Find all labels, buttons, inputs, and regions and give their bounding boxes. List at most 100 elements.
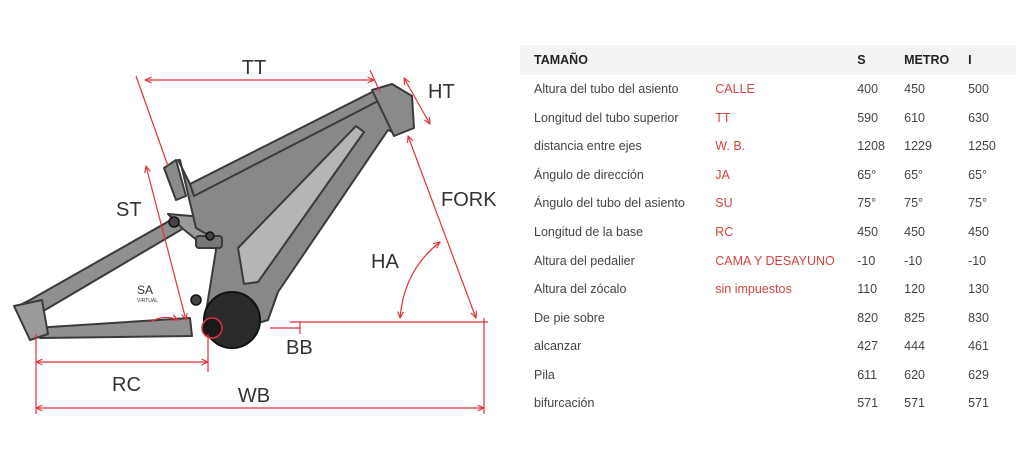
label-fork: FORK bbox=[441, 189, 497, 211]
row-label: Longitud del tubo superior bbox=[534, 110, 679, 125]
table-row: Altura del tubo del asiento CALLE 400 450 50… bbox=[520, 75, 1016, 104]
seat-tube-top bbox=[163, 159, 187, 201]
row-code: CALLE bbox=[715, 82, 755, 97]
table-row: Ángulo de dirección JA 65° 65° 65° bbox=[520, 161, 1016, 190]
bike-geometry-diagram: TT HT ST FORK HA SA VIRTUAL BB RC WB bbox=[13, 57, 497, 414]
table-row: Ángulo del tubo del asiento SU 75° 75° 75° bbox=[520, 189, 1016, 218]
tt-ext-left bbox=[135, 75, 169, 167]
value-l: 571 bbox=[968, 396, 989, 411]
value-m: 450 bbox=[904, 225, 925, 239]
value-s: 590 bbox=[857, 110, 879, 125]
table-row: Longitud del tubo superior TT 590 610 630 bbox=[520, 104, 1016, 133]
chainring bbox=[201, 317, 223, 339]
value-l: 65° bbox=[968, 167, 987, 182]
row-code: CAMA Y DESAYUNO bbox=[715, 253, 835, 268]
value-s: 400 bbox=[857, 82, 879, 97]
value-m: 571 bbox=[904, 396, 925, 411]
table-header-row: TAMAÑO S METRO I bbox=[520, 45, 1016, 75]
row-code: RC bbox=[715, 225, 734, 239]
downtube-opening bbox=[237, 125, 365, 285]
row-label: alcanzar bbox=[534, 339, 582, 354]
row-code: W. B. bbox=[715, 139, 746, 154]
value-l: 500 bbox=[968, 82, 989, 97]
row-label: Ángulo de dirección bbox=[534, 167, 644, 182]
header-size: TAMAÑO bbox=[520, 45, 716, 75]
row-label: Ángulo del tubo del asiento bbox=[534, 196, 685, 211]
geometry-table: TAMAÑO S METRO I Altura del tubo del asi… bbox=[520, 45, 1016, 418]
value-m: 75° bbox=[904, 196, 924, 211]
value-s: 427 bbox=[857, 339, 879, 354]
value-l: 450 bbox=[968, 225, 989, 239]
value-l: 630 bbox=[968, 110, 989, 125]
dimension-lines bbox=[36, 69, 488, 414]
row-label: bifurcación bbox=[534, 396, 595, 411]
row-code bbox=[715, 303, 857, 332]
table-row: Longitud de la base RC 450 450 450 bbox=[520, 218, 1016, 247]
value-s: 571 bbox=[857, 396, 879, 411]
value-s: 820 bbox=[857, 310, 879, 325]
ht-line bbox=[404, 78, 430, 124]
value-m: 620 bbox=[904, 367, 925, 382]
row-code bbox=[715, 389, 857, 418]
tt-ext-right bbox=[369, 69, 381, 93]
st-line bbox=[146, 166, 186, 320]
row-label: Pila bbox=[534, 367, 555, 382]
value-l: 1250 bbox=[968, 139, 996, 154]
value-s: 450 bbox=[857, 225, 879, 239]
value-m: 65° bbox=[904, 167, 924, 182]
value-l: 130 bbox=[968, 282, 989, 297]
label-ha: HA bbox=[371, 251, 399, 273]
label-sa-sub: VIRTUAL bbox=[137, 298, 158, 304]
sa-arc bbox=[149, 317, 178, 323]
row-label: Longitud de la base bbox=[534, 225, 644, 239]
value-s: 65° bbox=[857, 167, 877, 182]
label-bb: BB bbox=[286, 337, 313, 359]
pivot-bb bbox=[190, 294, 202, 306]
table-row: Altura del pedalier CAMA Y DESAYUNO -10 -10… bbox=[520, 246, 1016, 275]
fork-line bbox=[408, 136, 476, 318]
label-tt: TT bbox=[242, 57, 266, 79]
value-m: 120 bbox=[904, 282, 925, 297]
label-wb: WB bbox=[238, 385, 270, 407]
value-s: 75° bbox=[857, 196, 877, 211]
value-l: 461 bbox=[968, 339, 989, 354]
row-code bbox=[715, 332, 857, 361]
row-code bbox=[715, 360, 857, 389]
label-ht: HT bbox=[428, 81, 455, 103]
table-row: distancia entre ejes W. B. 1208 1229 1250 bbox=[520, 132, 1016, 161]
row-label: De pie sobre bbox=[534, 310, 605, 325]
chainstay bbox=[33, 317, 193, 339]
value-l: 629 bbox=[968, 367, 989, 382]
row-label: Altura del pedalier bbox=[534, 253, 635, 268]
value-s: -10 bbox=[857, 253, 876, 268]
value-m: 825 bbox=[904, 310, 925, 325]
row-label: distancia entre ejes bbox=[534, 139, 642, 154]
row-label: Altura del tubo del asiento bbox=[534, 82, 679, 97]
value-s: 110 bbox=[857, 282, 878, 297]
value-m: -10 bbox=[904, 253, 923, 268]
value-m: 1229 bbox=[904, 139, 932, 154]
table-row: Pila 611 620 629 bbox=[520, 360, 1016, 389]
label-st: ST bbox=[116, 199, 142, 221]
pivot-frame bbox=[205, 231, 215, 241]
value-s: 1208 bbox=[857, 139, 886, 154]
value-l: 75° bbox=[968, 196, 987, 211]
value-l: -10 bbox=[968, 253, 987, 268]
table-row: bifurcación 571 571 571 bbox=[520, 389, 1016, 418]
label-sa: SA bbox=[137, 283, 153, 297]
table-row: alcanzar 427 444 461 bbox=[520, 332, 1016, 361]
value-m: 610 bbox=[904, 110, 925, 125]
row-code: JA bbox=[715, 167, 730, 182]
value-m: 444 bbox=[904, 339, 925, 354]
value-s: 611 bbox=[857, 367, 878, 382]
value-m: 450 bbox=[904, 82, 925, 97]
row-code: SU bbox=[715, 196, 733, 211]
label-rc: RC bbox=[112, 374, 141, 396]
row-label: Altura del zócalo bbox=[534, 282, 627, 297]
ha-arc bbox=[400, 242, 440, 318]
rear-dropout bbox=[13, 299, 49, 341]
header-s: S bbox=[857, 45, 905, 75]
row-code: TT bbox=[715, 110, 731, 125]
